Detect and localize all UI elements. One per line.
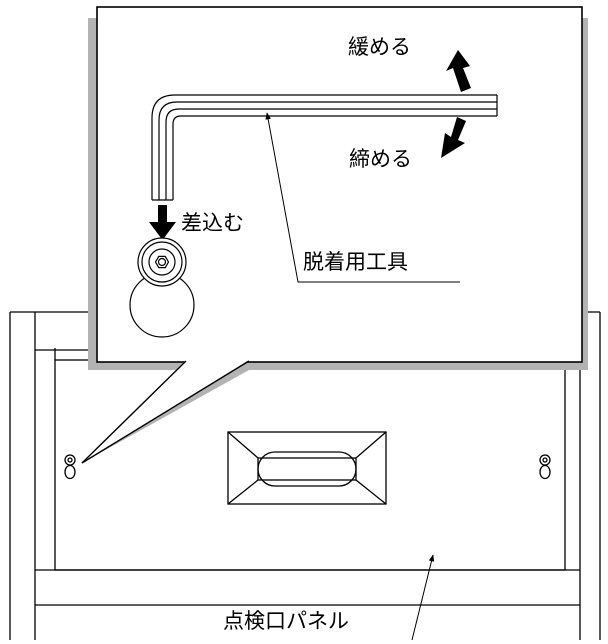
left-panel-fastener bbox=[64, 454, 76, 480]
right-panel-fastener bbox=[539, 454, 551, 480]
callout-box bbox=[96, 6, 583, 363]
fastener-hole bbox=[542, 457, 548, 463]
arrow-down-icon bbox=[149, 205, 176, 240]
handle-recess-frame bbox=[257, 457, 357, 481]
hex-key-outline bbox=[172, 115, 497, 200]
inspection-panel bbox=[54, 359, 566, 571]
label-removal-tool: 脱着用工具 bbox=[303, 250, 408, 274]
panel-leader-line bbox=[411, 554, 435, 641]
handle-bevel bbox=[355, 431, 387, 459]
hex-key-line bbox=[165, 108, 497, 200]
label-loosen: 緩める bbox=[348, 35, 411, 59]
curved-arrow-up-icon bbox=[446, 50, 471, 92]
hex-key-tool bbox=[151, 94, 498, 201]
fastener-hole bbox=[67, 457, 73, 463]
handle-bevel bbox=[227, 479, 259, 505]
fastener-head bbox=[64, 454, 76, 466]
handle-bevel bbox=[355, 479, 387, 505]
pointer-edge bbox=[81, 360, 250, 464]
callout-pointer-shadow bbox=[82, 370, 249, 463]
hex-socket-center bbox=[157, 257, 167, 267]
fastener-keyhole bbox=[64, 464, 76, 480]
fastener-closeup bbox=[129, 237, 195, 338]
pointer-edge bbox=[81, 360, 187, 464]
label-insert: 差込む bbox=[181, 211, 244, 235]
fastener-head-large bbox=[137, 237, 187, 287]
fastener-head bbox=[539, 454, 551, 466]
callout bbox=[81, 6, 588, 464]
handle-grip-slot bbox=[257, 451, 357, 487]
label-tighten: 締める bbox=[349, 147, 412, 171]
hex-key-line bbox=[158, 101, 497, 200]
fastener-ring bbox=[141, 241, 183, 283]
handle-bevel bbox=[227, 431, 259, 459]
handle-plate bbox=[227, 431, 387, 505]
label-inspection-panel: 点検口パネル bbox=[223, 609, 349, 633]
fastener-keyhole bbox=[539, 464, 551, 480]
tool-leader-line bbox=[265, 112, 460, 283]
curved-arrow-down-icon bbox=[441, 117, 466, 158]
fastener-ring bbox=[148, 248, 176, 276]
hex-socket bbox=[154, 255, 170, 269]
panel-handle bbox=[227, 431, 387, 505]
hex-key-outline bbox=[151, 94, 497, 200]
